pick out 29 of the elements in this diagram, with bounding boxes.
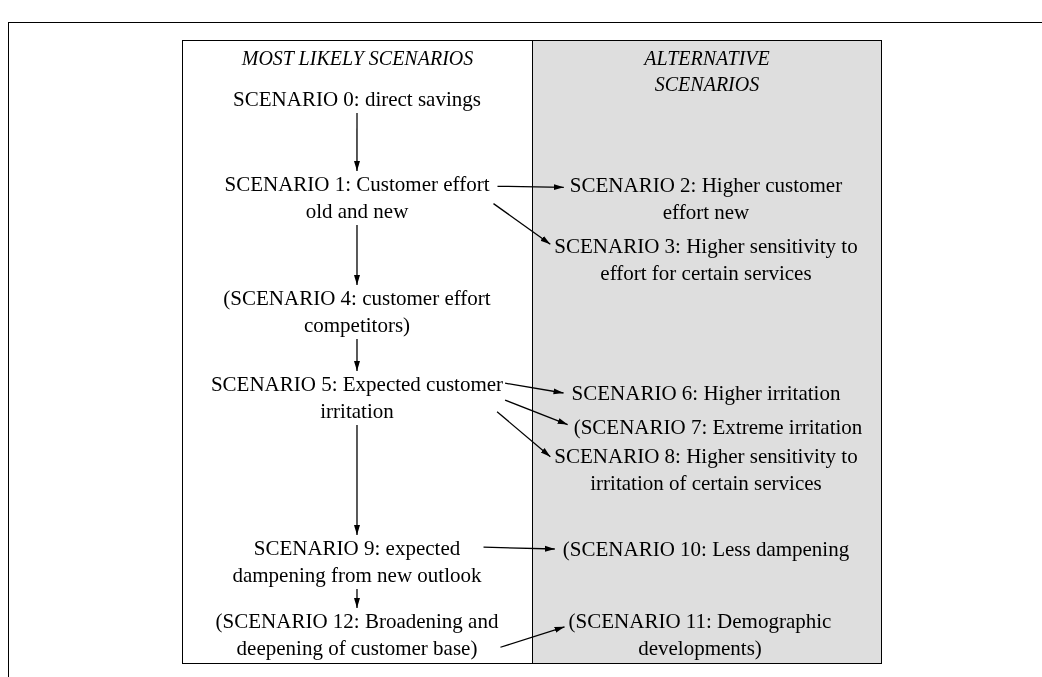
arrow xyxy=(496,184,565,191)
scenario-label: SCENARIO 0: direct savings xyxy=(233,87,481,111)
arrow xyxy=(499,626,566,648)
scenario-label: (SCENARIO 4: customer effort competitors) xyxy=(223,286,491,337)
scenario-label: (SCENARIO 12: Broadening and deepening of customer base) xyxy=(215,609,499,660)
arrow xyxy=(482,545,556,552)
scenario-label: (SCENARIO 10: Less dampening xyxy=(562,537,850,561)
table-column xyxy=(533,40,882,664)
arrow xyxy=(354,224,360,286)
scenario-label: SCENARIO 9: expected dampening from new outlook xyxy=(232,536,482,587)
arrow xyxy=(354,338,360,372)
column-heading: MOST LIKELY SCENARIOS xyxy=(241,46,474,71)
scenario-label: (SCENARIO 11: Demographic developments) xyxy=(568,609,832,660)
arrow xyxy=(354,424,360,536)
scenario-label: SCENARIO 3: Higher sensitivity to effort for certain services xyxy=(554,234,858,285)
arrow xyxy=(504,382,565,395)
arrow xyxy=(492,202,551,245)
scenario-label: (SCENARIO 7: Extreme irritation xyxy=(573,415,863,439)
table-column xyxy=(182,40,533,664)
arrow xyxy=(504,399,569,426)
scenario-label: SCENARIO 2: Higher customer effort new xyxy=(569,173,843,224)
scenario-label: SCENARIO 1: Customer effort old and new xyxy=(224,172,490,223)
scenario-label: SCENARIO 5: Expected customer irritation xyxy=(210,372,504,423)
arrow xyxy=(496,411,551,458)
column-heading: ALTERNATIVE SCENARIOS xyxy=(642,46,771,97)
scenario-label: SCENARIO 8: Higher sensitivity to irritation of certain services xyxy=(554,444,858,495)
arrow xyxy=(354,588,360,609)
arrow xyxy=(354,112,360,172)
scenario-label: SCENARIO 6: Higher irritation xyxy=(571,381,841,405)
